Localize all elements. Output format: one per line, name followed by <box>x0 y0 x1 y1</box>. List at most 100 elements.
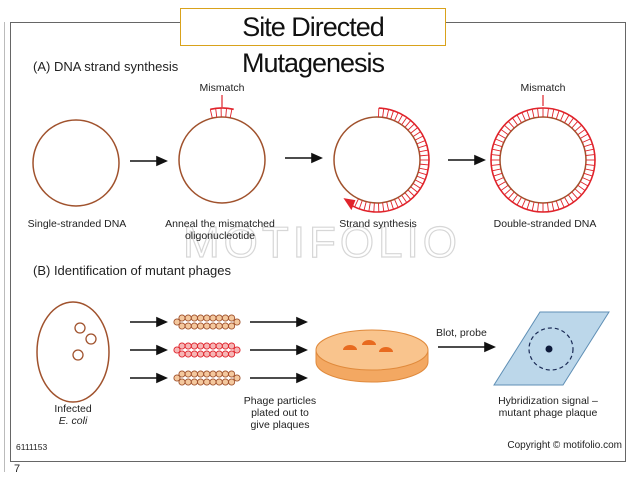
oligo-tick <box>229 108 233 118</box>
ds-tick <box>580 133 589 139</box>
ds-tick <box>577 184 586 191</box>
synthesized-tick <box>419 167 429 171</box>
synthesized-tick <box>363 201 367 211</box>
synthesized-tick <box>397 197 403 206</box>
ds-tick <box>584 168 594 172</box>
synthesized-tick <box>390 110 394 120</box>
phage-bead <box>173 374 181 382</box>
phage-bead <box>184 314 192 322</box>
phage-bead <box>184 378 192 386</box>
left-rule <box>4 22 5 472</box>
synthesized-tick <box>414 179 424 185</box>
arrow-b3 <box>130 372 168 384</box>
ds-tick <box>512 194 519 203</box>
dsdna-label: Double-stranded DNA <box>493 218 597 230</box>
phage-label-line2: plated out to <box>251 407 309 419</box>
blot-probe-label: Blot, probe <box>436 327 487 339</box>
synthesized-tick <box>397 114 403 123</box>
infected-label-line1: Infected <box>54 403 92 415</box>
petri-dish <box>315 329 429 383</box>
ds-tick <box>495 177 504 182</box>
phage-bead <box>228 350 236 358</box>
phage-bead <box>197 314 205 322</box>
copyright-notice: Copyright © motifolio.com <box>507 440 622 451</box>
plaque-2 <box>362 340 376 345</box>
synthesized-tick <box>407 189 415 197</box>
arrow-b2 <box>130 344 168 356</box>
ds-tick <box>582 138 591 143</box>
synthesized-tick <box>410 186 418 193</box>
synthesized-tick <box>394 199 399 208</box>
phage-bead <box>228 342 236 350</box>
ds-tick <box>585 154 595 156</box>
phage-bead <box>203 370 211 378</box>
ds-tick <box>531 109 535 119</box>
synthesis-label: Strand synthesis <box>339 218 417 230</box>
phage-bead <box>203 314 211 322</box>
ds-tick <box>531 201 535 211</box>
synthesized-tick <box>404 192 412 200</box>
synthesized-tick <box>416 175 426 180</box>
section-a-heading: (A) DNA strand synthesis <box>33 59 179 74</box>
ds-tick <box>516 114 522 123</box>
anneal-label: Anneal the mismatched oligonucleotide <box>150 218 290 242</box>
arrow-a3 <box>448 154 486 166</box>
ds-tick <box>521 112 526 121</box>
phage-bead <box>173 318 181 326</box>
phage-bead <box>228 314 236 322</box>
arrow-b4 <box>250 316 308 328</box>
synthesized-tick <box>373 202 375 212</box>
infected-label-line2: E. coli <box>58 415 88 427</box>
ds-tick <box>551 109 555 119</box>
synthesized-tick <box>410 127 418 134</box>
oligo-strand <box>210 107 234 111</box>
phage-label-line1: Phage particles <box>243 395 317 407</box>
phage-bead <box>209 350 217 358</box>
ds-tick <box>526 200 531 210</box>
phage-bead <box>203 350 211 358</box>
ds-tick <box>493 172 503 177</box>
ds-tick <box>526 110 531 120</box>
phage-bead <box>233 318 241 326</box>
hybridization-signal-dot <box>545 345 553 353</box>
ds-tick <box>512 117 519 126</box>
synthesized-tick <box>418 144 427 149</box>
synthesized-tick <box>412 131 421 137</box>
arrow-b6 <box>250 372 308 384</box>
figure-id: 6111153 <box>16 442 48 452</box>
ds-tick <box>551 201 555 211</box>
phage-bead <box>184 350 192 358</box>
ds-tick <box>493 143 503 148</box>
phage-bead <box>215 378 223 386</box>
ds-tick <box>584 148 594 152</box>
phage-bead <box>209 378 217 386</box>
hybridization-label: Hybridization signal – mutant phage plaq… <box>478 395 618 419</box>
phage-bead <box>215 342 223 350</box>
ds-tick <box>583 172 593 177</box>
phage-chain-3 <box>173 370 241 386</box>
synthesized-tick <box>394 112 399 121</box>
ds-tick <box>564 114 570 123</box>
phage-bead <box>228 322 236 330</box>
ds-tick <box>492 168 502 172</box>
ds-tick <box>500 129 509 136</box>
synthesized-tick <box>354 198 359 208</box>
ds-tick <box>537 202 539 212</box>
anneal-label-line1: Anneal the mismatched <box>165 218 275 230</box>
synthesized-tick <box>382 108 385 118</box>
synthesis-circle <box>333 116 421 204</box>
phage-chain-2-mutant <box>173 342 241 358</box>
ds-tick <box>497 181 506 187</box>
phage-in-cell-2 <box>85 333 97 345</box>
phage-bead <box>203 322 211 330</box>
ds-tick <box>507 191 515 199</box>
phage-bead <box>197 378 205 386</box>
synthesized-tick <box>390 200 394 210</box>
phage-bead <box>215 370 223 378</box>
phage-bead <box>215 350 223 358</box>
synthesized-tick <box>419 149 429 153</box>
phage-bead <box>233 374 241 382</box>
ds-tick <box>547 108 549 118</box>
